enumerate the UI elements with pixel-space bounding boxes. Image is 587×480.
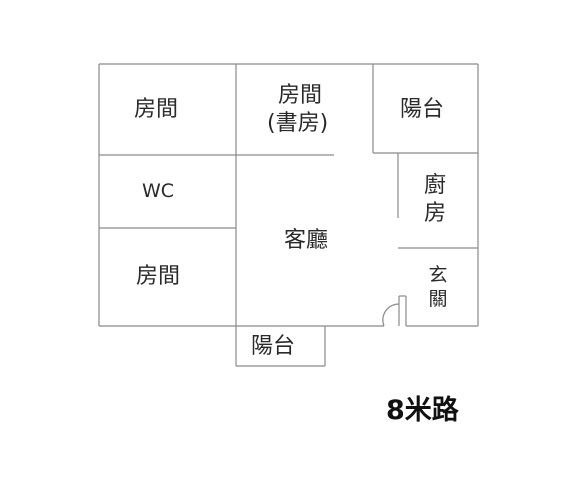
room-label-balcony-ne: 陽台 — [400, 97, 445, 122]
room-label-bedroom-sw: 房間 — [136, 264, 181, 289]
room-label-kitchen: 廚房 — [423, 173, 446, 226]
room-label-entrance: 玄關 — [428, 264, 448, 310]
walls — [98, 63, 479, 367]
room-label-study-line1: 房間 — [278, 83, 323, 108]
room-label-study-line2: (書房) — [267, 111, 329, 136]
room-label-balcony-s: 陽台 — [251, 334, 296, 359]
room-label-wc: WC — [142, 180, 175, 202]
road-label: 8米路 — [386, 395, 459, 426]
room-label-bedroom-nw: 房間 — [134, 97, 179, 122]
room-label-living: 客廳 — [284, 228, 329, 253]
